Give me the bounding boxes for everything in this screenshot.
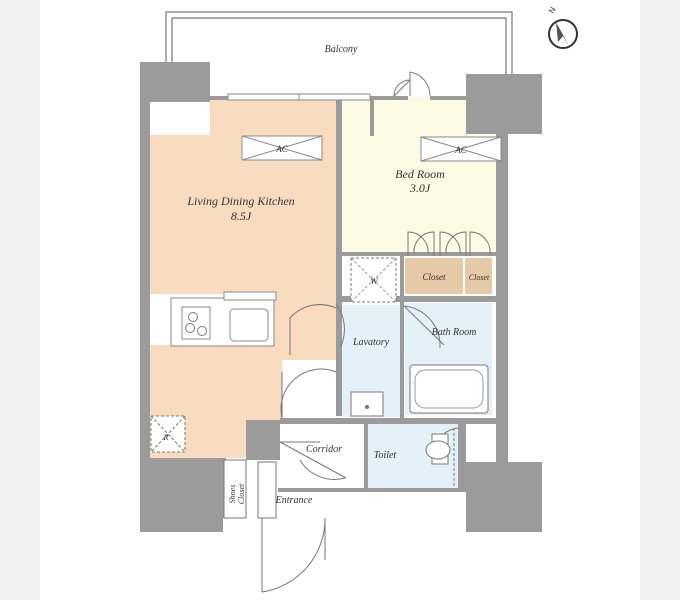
bathtub: [409, 364, 489, 414]
corridor-label: Corridor: [306, 444, 342, 455]
closet-small: [465, 258, 492, 294]
door-swings: [279, 303, 459, 480]
kitchen-counter: [170, 291, 277, 347]
fridge-label: R: [163, 433, 169, 442]
ac-units: [241, 135, 502, 162]
washer-spot: [350, 257, 397, 303]
shoes-closet-label-1: Shoes: [228, 485, 237, 504]
bedroom-label: Bed Room: [395, 167, 445, 181]
toilet-bowl: [425, 428, 455, 486]
ac-ldk-label: AC: [275, 144, 288, 154]
sliding-windows: [227, 93, 371, 101]
bathroom-label: Bath Room: [432, 327, 477, 338]
washer-label: W: [370, 276, 379, 286]
closet-small-label: Closet: [469, 273, 490, 282]
ac-bedroom-label: AC: [454, 145, 467, 155]
balcony-door: [393, 71, 431, 97]
toilet-label: Toilet: [374, 450, 397, 461]
fridge-spot: [150, 415, 186, 453]
compass-letter: N: [547, 5, 558, 15]
closet-large-label: Closet: [422, 272, 446, 282]
walls: [140, 62, 542, 532]
wash-basin: [350, 391, 384, 417]
wardrobe-doors: [407, 231, 491, 256]
corridor-area: [279, 424, 365, 488]
shoes-closet-label-2: Closet: [237, 483, 246, 504]
bedroom-size-label: 3.0J: [409, 181, 431, 195]
balcony-label: Balcony: [325, 44, 358, 55]
ldk-area: [150, 100, 370, 458]
entrance-door: [223, 459, 326, 593]
lavatory-label: Lavatory: [352, 337, 390, 348]
entrance-label: Entrance: [275, 495, 313, 506]
labels: Balcony Living Dining Kitchen 8.5J Bed R…: [163, 5, 558, 506]
closet-large: [405, 258, 463, 294]
balcony-outline: [165, 11, 513, 76]
rooms: [150, 97, 500, 488]
compass-icon: [548, 19, 578, 49]
ldk-size-label: 8.5J: [231, 209, 252, 223]
ldk-label: Living Dining Kitchen: [186, 194, 294, 208]
